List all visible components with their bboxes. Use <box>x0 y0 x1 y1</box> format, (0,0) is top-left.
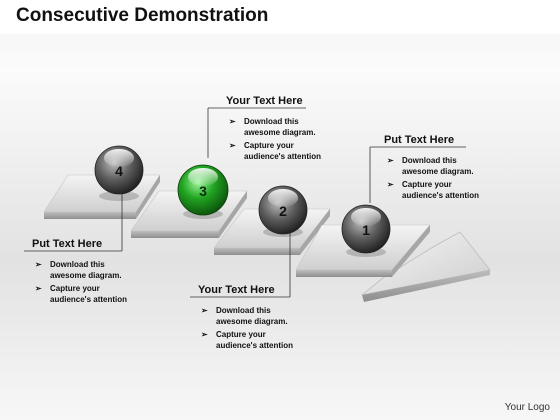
list-item: ➢ Capture your audience's attention <box>226 140 326 162</box>
list-item-text: Download this awesome diagram. <box>216 306 288 326</box>
step-number-3: 3 <box>199 183 207 199</box>
arrow-bullet-icon: ➢ <box>229 117 236 126</box>
step-ball-4: 4 <box>94 145 144 201</box>
callout-bottom-center: Your Text Here ➢ Download this awesome di… <box>198 284 298 353</box>
list-item-text: Download this awesome diagram. <box>244 117 316 137</box>
step-number-1: 1 <box>362 222 370 238</box>
arrow-bullet-icon: ➢ <box>387 156 394 165</box>
list-item: ➢ Download this awesome diagram. <box>384 155 484 177</box>
list-item: ➢ Download this awesome diagram. <box>198 305 298 327</box>
callout-left: Put Text Here ➢ Download this awesome dia… <box>32 238 132 307</box>
list-item: ➢ Download this awesome diagram. <box>226 116 326 138</box>
footer-logo: Your Logo <box>504 402 550 413</box>
callout-heading: Your Text Here <box>198 284 275 296</box>
callout-list: ➢ Download this awesome diagram. ➢ Capture… <box>384 155 484 201</box>
slide-title: Consecutive Demonstration <box>16 5 269 26</box>
list-item-text: Capture your audience's attention <box>402 180 480 200</box>
list-item-text: Capture your audience's attention <box>50 284 128 304</box>
list-item: ➢ Capture your audience's attention <box>32 283 132 305</box>
step-ball-2: 2 <box>258 185 308 237</box>
list-item: ➢ Capture your audience's attention <box>198 329 298 351</box>
callout-heading: Put Text Here <box>32 238 103 250</box>
arrow-bullet-icon: ➢ <box>35 284 42 293</box>
arrow-bullet-icon: ➢ <box>201 306 208 315</box>
callout-heading: Your Text Here <box>226 95 303 107</box>
arrow-bullet-icon: ➢ <box>35 260 42 269</box>
list-item: ➢ Download this awesome diagram. <box>32 259 132 281</box>
list-item-text: Download this awesome diagram. <box>402 156 474 176</box>
callout-heading: Put Text Here <box>384 134 455 146</box>
callout-list: ➢ Download this awesome diagram. ➢ Capture… <box>198 305 298 351</box>
arrow-bullet-icon: ➢ <box>229 141 236 150</box>
arrow-bullet-icon: ➢ <box>387 180 394 189</box>
callout-top-center: Your Text Here ➢ Download this awesome di… <box>226 95 326 164</box>
step-number-4: 4 <box>115 163 123 179</box>
callout-list: ➢ Download this awesome diagram. ➢ Capture… <box>226 116 326 162</box>
step-ball-3: 3 <box>177 164 229 219</box>
arrow-bullet-icon: ➢ <box>201 330 208 339</box>
step-ball-1: 1 <box>341 204 391 257</box>
list-item-text: Download this awesome diagram. <box>50 260 122 280</box>
list-item-text: Capture your audience's attention <box>216 330 294 350</box>
step-number-2: 2 <box>279 203 287 219</box>
callout-top-right: Put Text Here ➢ Download this awesome dia… <box>384 134 484 203</box>
leader-lines <box>24 107 466 298</box>
list-item: ➢ Capture your audience's attention <box>384 179 484 201</box>
list-item-text: Capture your audience's attention <box>244 141 322 161</box>
callout-list: ➢ Download this awesome diagram. ➢ Capture… <box>32 259 132 305</box>
title-bar: Consecutive Demonstration <box>0 0 560 34</box>
